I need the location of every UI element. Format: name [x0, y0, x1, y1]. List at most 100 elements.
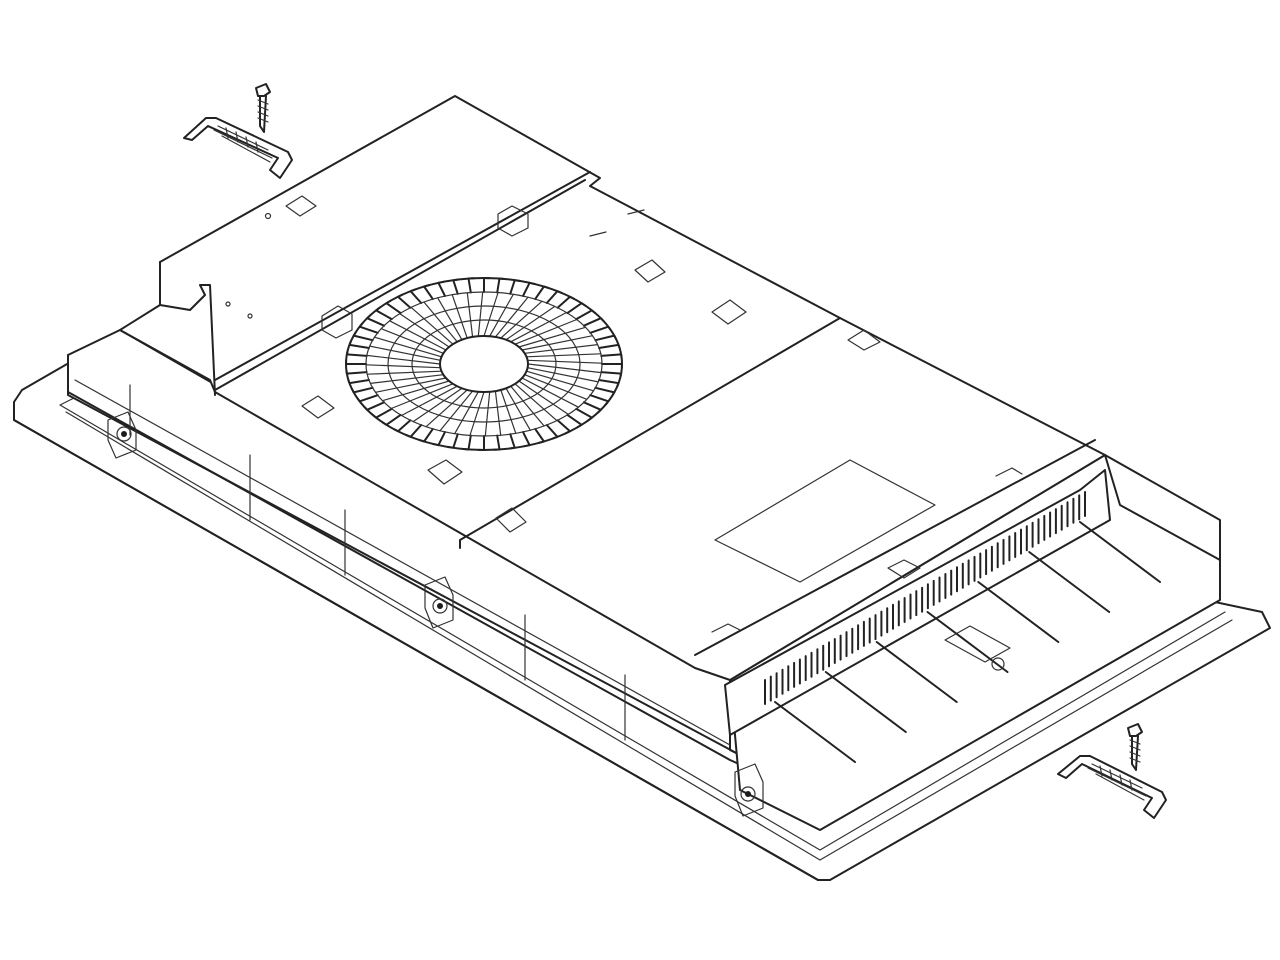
- fan-fin: [363, 401, 386, 411]
- fan-blade: [366, 370, 443, 375]
- fan-blade: [527, 363, 602, 374]
- fan-fin: [375, 306, 393, 321]
- fan-fin: [582, 317, 605, 327]
- vent-rib: [1028, 551, 1111, 613]
- fan-blade: [373, 336, 443, 358]
- fan-fin: [437, 280, 446, 297]
- vent-grille: [724, 469, 1161, 763]
- mounting-boss: [424, 576, 454, 629]
- fan-blade: [505, 387, 531, 431]
- fan-blade: [374, 377, 447, 393]
- fan-blade: [521, 377, 580, 408]
- fixing-kit-bottom-right: [1057, 723, 1167, 819]
- fan-blade: [369, 345, 441, 361]
- fan-blade: [381, 380, 450, 402]
- fan-blade: [518, 326, 587, 348]
- fan-blade: [483, 291, 499, 337]
- fan-fin: [371, 407, 393, 419]
- fan-blade: [500, 389, 517, 434]
- fan-fin: [345, 359, 367, 365]
- fan-blade: [484, 391, 491, 437]
- fan-blade: [514, 383, 558, 422]
- fan-fin: [366, 314, 386, 327]
- fan-fin: [405, 424, 423, 438]
- fan-blade: [524, 344, 599, 354]
- fan-fin: [423, 284, 434, 301]
- fan-fin: [432, 431, 446, 447]
- fan-blade: [466, 292, 474, 338]
- fan-blade: [454, 391, 479, 435]
- fan-fin: [556, 295, 576, 309]
- fan-blade: [389, 320, 447, 351]
- fan-fin: [589, 394, 610, 406]
- fan-blade: [410, 306, 454, 345]
- fan-blade: [494, 296, 529, 338]
- fan-fin: [477, 435, 485, 451]
- vent-rib: [774, 701, 856, 763]
- fan-fin: [381, 413, 402, 426]
- fan-fin: [582, 401, 602, 414]
- fan-blade: [365, 364, 441, 369]
- fan-fin: [409, 288, 423, 304]
- vent-rib: [875, 641, 958, 703]
- fan-fin: [522, 281, 536, 297]
- fan-fin: [534, 285, 550, 301]
- fan-fin: [575, 407, 593, 422]
- fan-fin: [493, 434, 501, 451]
- fan-blade: [500, 300, 543, 339]
- fan-blade: [518, 380, 569, 415]
- fan-blade: [412, 387, 463, 423]
- fan-blade: [451, 294, 468, 339]
- fan-fin: [352, 331, 374, 342]
- fixing-bracket: [1057, 755, 1167, 819]
- fan-fin: [545, 290, 563, 304]
- fan-fin: [589, 325, 612, 334]
- fan-hub: [439, 335, 529, 393]
- fan-fin: [496, 277, 506, 294]
- fan-fin: [575, 309, 597, 321]
- fixing-screw: [255, 83, 271, 133]
- fan-fin: [467, 277, 475, 294]
- housing-body: [67, 329, 1221, 831]
- fan-fin: [600, 371, 623, 378]
- fan-fin: [392, 419, 412, 433]
- fan-fin: [545, 424, 559, 440]
- fan-fin: [601, 363, 623, 369]
- vent-rib: [977, 581, 1060, 643]
- fan-fin: [397, 293, 412, 309]
- fan-blade: [400, 385, 458, 417]
- fan-blade: [423, 301, 458, 343]
- fan-fin: [345, 369, 368, 375]
- fan-blade: [505, 305, 556, 341]
- fan-fin: [345, 350, 368, 357]
- fan-blade: [477, 291, 484, 337]
- fan-fin: [347, 378, 370, 385]
- fan-blade: [399, 313, 450, 348]
- fan-blade: [390, 383, 454, 410]
- fan-blade: [469, 391, 485, 437]
- cooling-fan: [345, 277, 623, 451]
- fan-blade: [526, 359, 603, 364]
- fan-blade: [494, 390, 502, 436]
- fan-fin: [534, 427, 545, 444]
- fan-fin: [522, 431, 531, 448]
- fixing-bracket: [183, 117, 293, 179]
- vent-rib: [926, 611, 1009, 673]
- fan-fin: [385, 299, 402, 315]
- fixing-kit-top-left: [183, 83, 293, 179]
- fan-blade: [489, 293, 514, 337]
- fan-fin: [594, 334, 617, 342]
- fan-blade: [514, 318, 578, 345]
- fan-blade: [510, 311, 568, 343]
- fan-blade: [510, 385, 545, 427]
- fan-blade: [425, 389, 468, 428]
- fan-blade: [439, 390, 474, 432]
- mounting-boss: [107, 411, 137, 459]
- vent-rib: [824, 671, 907, 733]
- fan-fin: [598, 343, 621, 350]
- mounting-boss: [734, 763, 764, 817]
- fan-fin: [598, 379, 620, 388]
- fixing-screw: [1127, 723, 1143, 771]
- fan-fin: [594, 386, 616, 397]
